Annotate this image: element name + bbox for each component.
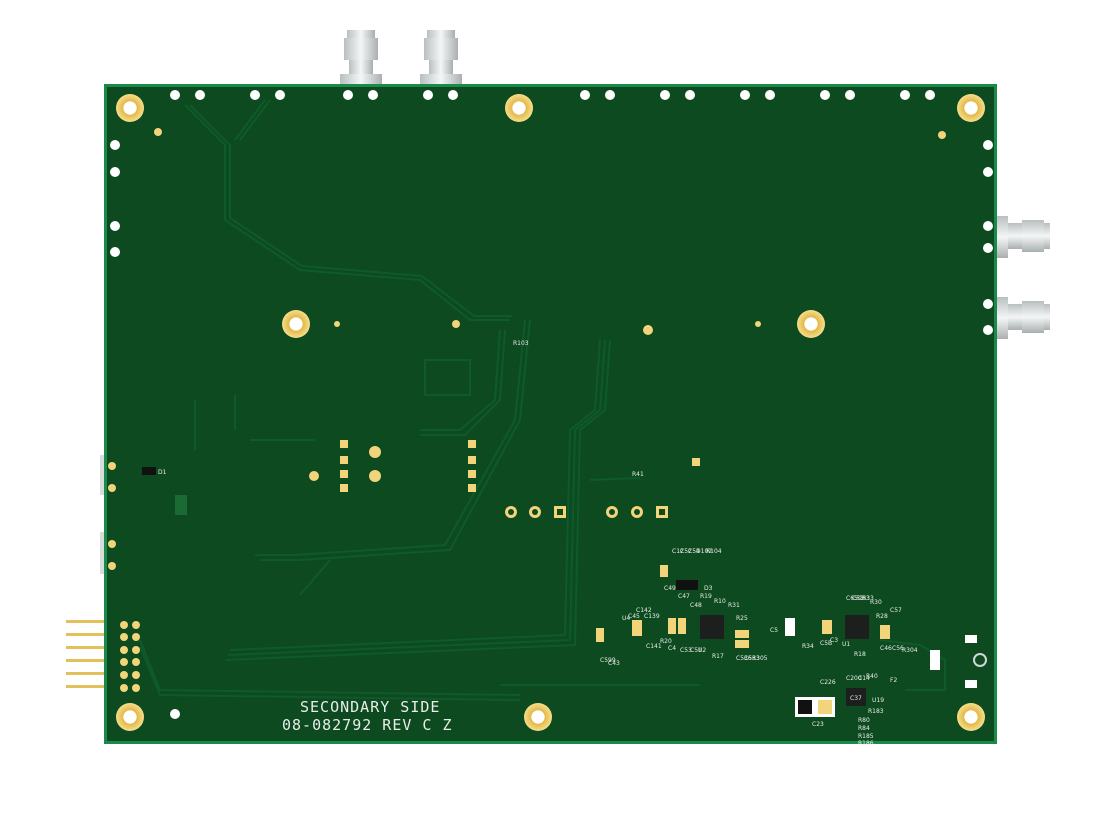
refdes-d102: D102 <box>696 548 712 555</box>
refdes-c4: C4 <box>668 645 676 652</box>
sma-connector-top-1 <box>340 30 382 86</box>
refdes-r186: R186 <box>858 740 874 747</box>
refdes-c45: C45 <box>628 613 640 620</box>
refdes-r40: R40 <box>866 673 878 680</box>
refdes-r34: R34 <box>802 643 814 650</box>
refdes-r80: R80 <box>858 717 870 724</box>
refdes-c23: C23 <box>812 721 824 728</box>
refdes-c49: C49 <box>664 585 676 592</box>
refdes-c46: C46 <box>880 645 892 652</box>
refdes-r183: R183 <box>868 708 884 715</box>
refdes-r185: R185 <box>858 733 874 740</box>
refdes-c56: C56 <box>892 645 904 652</box>
refdes-r25: R25 <box>736 615 748 622</box>
refdes-c47: C47 <box>678 593 690 600</box>
refdes-r20: R20 <box>660 638 672 645</box>
refdes-r33: R33 <box>862 595 874 602</box>
refdes-c533: C533 <box>744 655 760 662</box>
refdes-r104: R104 <box>706 548 722 555</box>
refdes-r304: R304 <box>902 647 918 654</box>
through-hole-pads <box>340 320 987 667</box>
refdes-c14: C14 <box>858 675 870 682</box>
refdes-c5: C5 <box>770 627 778 634</box>
refdes-d1: D1 <box>158 469 167 476</box>
refdes-c142: C142 <box>636 607 652 614</box>
refdes-r305: R305 <box>752 655 768 662</box>
refdes-r41: R41 <box>632 471 644 478</box>
refdes-c51: C51 <box>690 647 702 654</box>
side-label: SECONDARY SIDE <box>300 698 440 716</box>
refdes-c536: C536 <box>736 655 752 662</box>
copper-traces <box>139 99 946 701</box>
refdes-u2: U2 <box>698 647 706 654</box>
refdes-d3: D3 <box>704 585 713 592</box>
refdes-r31: R31 <box>728 602 740 609</box>
part-number-label: 08-082792 REV C Z <box>282 716 453 734</box>
refdes-f2: F2 <box>890 677 897 684</box>
sma-connector-top-2 <box>420 30 462 86</box>
pin-header <box>66 620 108 688</box>
refdes-u19: U19 <box>872 697 884 704</box>
sma-connector-right-2 <box>996 297 1050 339</box>
refdes-c226: C226 <box>820 679 836 686</box>
refdes-c52: C52 <box>680 548 692 555</box>
refdes-r28: R28 <box>876 613 888 620</box>
refdes-c3: C3 <box>830 637 838 644</box>
refdes-c37: C37 <box>850 695 862 702</box>
refdes-r30: R30 <box>870 599 882 606</box>
refdes-c43: C43 <box>608 660 620 667</box>
refdes-r84: R84 <box>858 725 870 732</box>
refdes-c12: C12 <box>672 548 684 555</box>
small-pads <box>108 128 946 692</box>
edge-vias-top <box>110 90 993 719</box>
refdes-c141: C141 <box>646 643 662 650</box>
refdes-c58: C58 <box>852 595 864 602</box>
refdes-u1: U1 <box>842 641 850 648</box>
refdes-r18: R18 <box>854 651 866 658</box>
refdes-c57: C57 <box>890 607 902 614</box>
refdes-c53: C53 <box>680 647 692 654</box>
refdes-c54: C54 <box>688 548 700 555</box>
refdes-c65: C65 <box>846 595 858 602</box>
refdes-c139: C139 <box>644 613 660 620</box>
refdes-r103: R103 <box>513 340 529 347</box>
refdes-r10: R10 <box>714 598 726 605</box>
mounting-holes <box>116 94 985 731</box>
components <box>142 467 977 717</box>
refdes-r19: R19 <box>700 593 712 600</box>
refdes-c63: C63 <box>858 595 870 602</box>
refdes-c48: C48 <box>690 602 702 609</box>
refdes-c200: C200 <box>846 675 862 682</box>
sma-connector-right-1 <box>996 216 1050 258</box>
refdes-c599: C599 <box>600 657 616 664</box>
refdes-u4: U4 <box>622 615 630 622</box>
refdes-r17: R17 <box>712 653 724 660</box>
refdes-c5b: C5B <box>820 640 832 647</box>
